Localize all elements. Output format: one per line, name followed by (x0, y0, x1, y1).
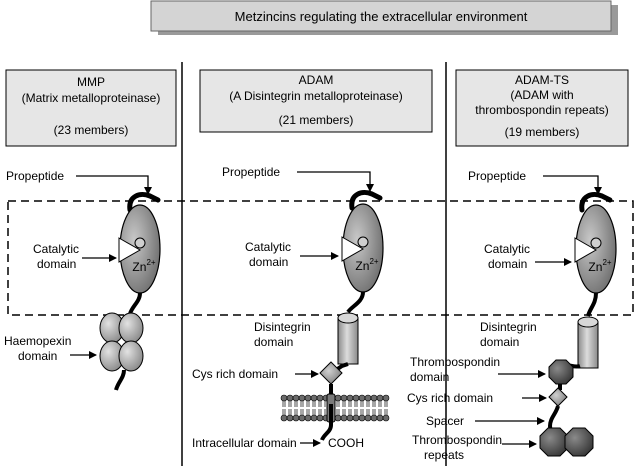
thrombospondin-repeats-label: Thrombospondin (412, 433, 502, 447)
haemopexin-label: Haemopexin (4, 334, 71, 348)
box-line: (A Disintegrin metalloproteinase) (229, 89, 402, 103)
catalytic-domain-shape: Zn2+ (341, 203, 384, 293)
box-line: ADAM (299, 73, 334, 87)
catalytic-label: Catalytic (33, 242, 79, 256)
disintegrin-label: domain (480, 335, 519, 349)
spacer-label: Spacer (426, 414, 464, 428)
title-text: Metzincins regulating the extracellular … (235, 9, 528, 24)
disintegrin-label: domain (254, 335, 293, 349)
zinc-label: Zn2+ (132, 258, 155, 274)
family-box-mmp (5, 69, 177, 147)
catalytic-domain-shape: Zn2+ (118, 204, 161, 294)
zinc-label: Zn2+ (588, 258, 611, 274)
title-banner: Metzincins regulating the extracellular … (150, 0, 618, 35)
panel-adam: ADAM (A Disintegrin metalloproteinase) (… (192, 69, 433, 450)
box-line: (19 members) (505, 125, 580, 139)
family-box-adam (199, 69, 433, 133)
cell-membrane (280, 393, 390, 423)
cys-rich-domain-shape (319, 361, 343, 385)
disintegrin-domain-shape (577, 316, 599, 369)
thrombospondin-domain-shape (548, 359, 574, 385)
cys-rich-domain-shape (548, 387, 568, 407)
thrombospondin-repeats-shape (539, 427, 594, 457)
catalytic-label: domain (249, 255, 288, 269)
box-line: ADAM-TS (515, 73, 569, 87)
zinc-label: Zn2+ (355, 257, 378, 273)
catalytic-label: Catalytic (245, 240, 291, 254)
propeptide-label: Propeptide (222, 165, 280, 179)
box-line: (23 members) (54, 123, 129, 137)
catalytic-label: Catalytic (484, 242, 530, 256)
disintegrin-domain-shape (337, 312, 359, 365)
box-line: thrombospondin repeats) (475, 103, 608, 117)
box-line: MMP (77, 75, 105, 89)
box-line: (Matrix metalloproteinase) (22, 91, 161, 105)
disintegrin-label: Disintegrin (254, 320, 311, 334)
catalytic-domain-shape: Zn2+ (574, 204, 617, 294)
box-line: (21 members) (279, 113, 354, 127)
disintegrin-label: Disintegrin (480, 320, 537, 334)
thrombospondin-domain-label: domain (410, 370, 449, 384)
thrombospondin-domain-label: Thrombospondin (410, 355, 500, 369)
haemopexin-label: domain (18, 349, 57, 363)
thrombospondin-repeats-label: repeats (424, 448, 464, 462)
panel-mmp: MMP (Matrix metalloproteinase) (23 membe… (4, 69, 177, 391)
intracellular-label: Intracellular domain (192, 436, 297, 450)
catalytic-label: domain (37, 257, 76, 271)
catalytic-region-frame (7, 200, 634, 316)
propeptide-label: Propeptide (6, 169, 64, 183)
cys-rich-label: Cys rich domain (407, 391, 493, 405)
family-box-adam-ts (455, 69, 629, 147)
cooh-label: COOH (328, 436, 364, 450)
box-line: (ADAM with (510, 88, 573, 102)
propeptide-label: Propeptide (468, 169, 526, 183)
catalytic-label: domain (488, 257, 527, 271)
cys-rich-label: Cys rich domain (192, 367, 278, 381)
panel-adam-ts: ADAM-TS (ADAM with thrombospondin repeat… (407, 69, 629, 462)
haemopexin-domain-shape (99, 312, 144, 372)
